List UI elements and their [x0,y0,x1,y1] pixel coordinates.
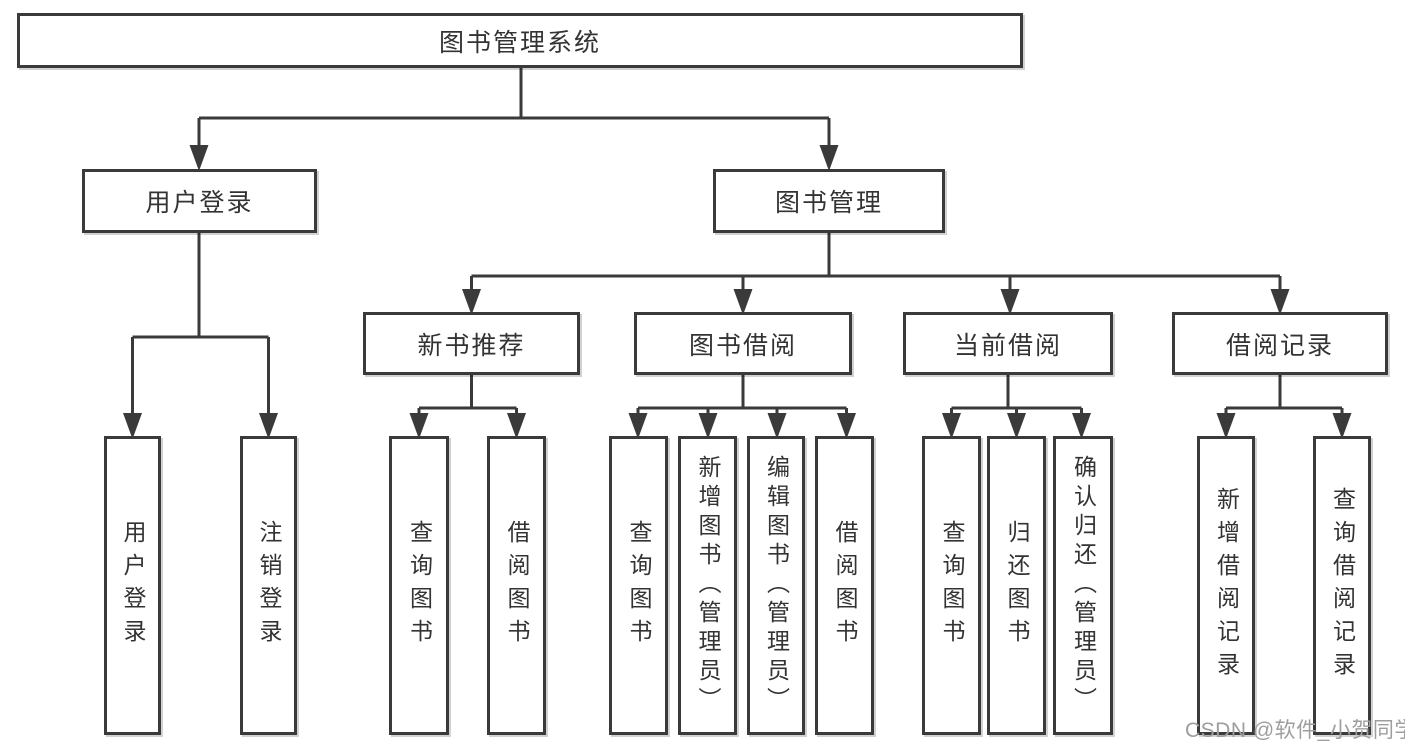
leaf-borrow-books-recommend: 借阅图书 [487,436,546,735]
node-label: 确认归还（管理员） [1070,455,1097,716]
connector-book-borrow [636,375,848,414]
connector-root [197,66,831,146]
node-label: 新书推荐 [417,331,526,360]
node-book-borrow: 图书借阅 [634,312,852,375]
node-label: 图书借阅 [688,331,797,360]
node-library-system: 图书管理系统 [17,13,1023,68]
leaf-add-borrow-record: 新增借阅记录 [1197,436,1255,735]
leaf-query-books-borrow: 查询图书 [609,436,668,735]
leaf-add-book-admin: 新增图书（管理员） [678,436,737,735]
connector-book-management [470,233,1282,290]
leaf-logout: 注销登录 [240,436,297,735]
leaf-query-borrow-record: 查询借阅记录 [1313,436,1371,735]
connector-user-login [131,233,270,413]
leaf-edit-book-admin: 编辑图书（管理员） [747,436,805,735]
node-label: 查询图书 [626,519,652,652]
node-current-borrow: 当前借阅 [903,312,1113,375]
csdn-watermark: CSDN @软件_小贺同学 [1185,719,1405,742]
leaf-return-books: 归还图书 [987,436,1046,735]
node-label: 当前借阅 [953,331,1062,360]
leaf-confirm-return-admin: 确认归还（管理员） [1053,436,1113,735]
node-label: 用户登录 [120,519,146,652]
connector-new-book-recommend [417,375,518,414]
node-label: 借阅记录 [1225,331,1334,360]
node-label: 借阅图书 [832,519,858,652]
node-label: 注销登录 [256,519,282,652]
arrowheads [123,145,1352,439]
connector-borrow-records [1224,375,1344,414]
leaf-query-books-recommend: 查询图书 [389,436,449,735]
node-label: 查询借阅记录 [1329,486,1356,685]
node-label: 借阅图书 [504,519,530,652]
node-label: 查询图书 [939,519,965,652]
leaf-query-books-current: 查询图书 [922,436,981,735]
node-label: 查询图书 [406,519,433,652]
node-label: 新增图书（管理员） [695,455,721,716]
node-label: 编辑图书（管理员） [763,455,790,716]
node-borrow-records: 借阅记录 [1172,312,1388,375]
node-new-book-recommend: 新书推荐 [363,312,580,375]
leaf-user-login: 用户登录 [104,436,161,735]
node-user-login: 用户登录 [82,169,317,233]
leaf-borrow-books: 借阅图书 [815,436,874,735]
node-label: 新增借阅记录 [1213,486,1240,685]
connector-current-borrow [950,375,1083,414]
node-book-management: 图书管理 [713,169,945,233]
node-label: 图书管理系统 [438,28,601,57]
node-label: 用户登录 [145,189,254,217]
node-label: 图书管理 [774,189,883,217]
node-label: 归还图书 [1004,519,1030,652]
